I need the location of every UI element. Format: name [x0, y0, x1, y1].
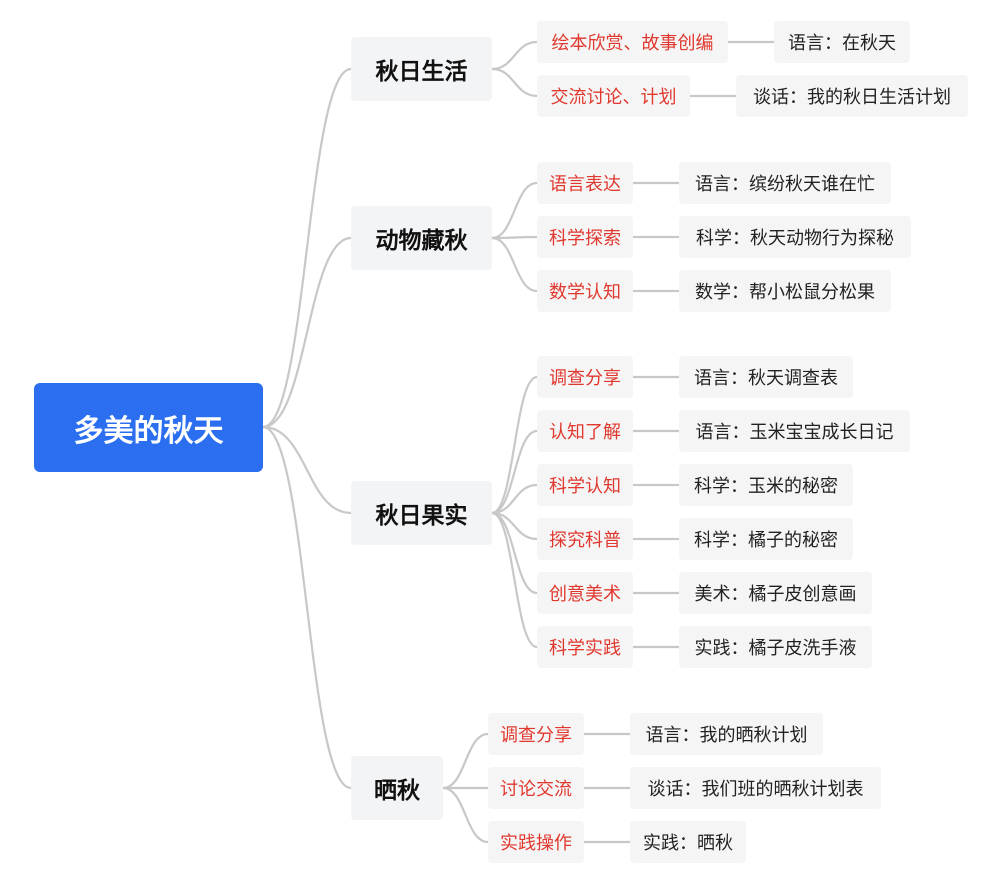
sub-node[interactable]: 绘本欣赏、故事创编	[537, 21, 728, 63]
leaf-node[interactable]: 谈话：我们班的晒秋计划表	[630, 767, 881, 809]
root-branch-link	[261, 67, 353, 429]
branch-sub-link	[490, 429, 539, 515]
branch-sub-link	[490, 181, 539, 240]
leaf-node[interactable]: 语言：玉米宝宝成长日记	[679, 410, 910, 452]
branch-node-sunning-autumn[interactable]: 晒秋	[351, 756, 443, 820]
leaf-node[interactable]: 谈话：我的秋日生活计划	[736, 75, 968, 117]
leaf-node[interactable]: 美术：橘子皮创意画	[679, 572, 872, 614]
branch-node-animals-autumn[interactable]: 动物藏秋	[351, 206, 492, 270]
sub-node[interactable]: 讨论交流	[488, 767, 584, 809]
branch-sub-link	[490, 483, 539, 515]
leaf-node[interactable]: 科学：玉米的秘密	[679, 464, 853, 506]
branch-sub-link	[490, 67, 539, 98]
sub-node[interactable]: 科学探索	[537, 216, 633, 258]
leaf-node[interactable]: 科学：秋天动物行为探秘	[679, 216, 911, 258]
sub-node[interactable]: 实践操作	[488, 821, 584, 863]
sub-node[interactable]: 探究科普	[537, 518, 633, 560]
root-branch-link	[261, 425, 353, 790]
branch-sub-link	[490, 235, 539, 240]
leaf-node[interactable]: 实践：晒秋	[630, 821, 746, 863]
leaf-node[interactable]: 语言：我的晒秋计划	[630, 713, 823, 755]
branch-node-autumn-fruits[interactable]: 秋日果实	[351, 481, 492, 545]
sub-node[interactable]: 数学认知	[537, 270, 633, 312]
leaf-node[interactable]: 语言：秋天调查表	[679, 356, 853, 398]
branch-sub-link	[490, 236, 539, 293]
leaf-node[interactable]: 科学：橘子的秘密	[679, 518, 853, 560]
sub-node[interactable]: 交流讨论、计划	[537, 75, 690, 117]
sub-node[interactable]: 科学实践	[537, 626, 633, 668]
branch-sub-link	[490, 375, 539, 515]
sub-node[interactable]: 认知了解	[537, 410, 633, 452]
sub-node[interactable]: 科学认知	[537, 464, 633, 506]
branch-node-autumn-life[interactable]: 秋日生活	[351, 37, 492, 101]
leaf-node[interactable]: 语言：缤纷秋天谁在忙	[679, 162, 891, 204]
sub-node[interactable]: 创意美术	[537, 572, 633, 614]
leaf-node[interactable]: 数学：帮小松鼠分松果	[679, 270, 891, 312]
sub-node[interactable]: 调查分享	[488, 713, 584, 755]
branch-sub-link	[441, 786, 490, 844]
sub-node[interactable]: 语言表达	[537, 162, 633, 204]
sub-node[interactable]: 调查分享	[537, 356, 633, 398]
leaf-node[interactable]: 语言：在秋天	[774, 21, 910, 63]
root-branch-link	[261, 425, 353, 515]
branch-sub-link	[441, 732, 490, 790]
root-node[interactable]: 多美的秋天	[34, 383, 263, 472]
leaf-node[interactable]: 实践：橘子皮洗手液	[679, 626, 872, 668]
root-branch-link	[261, 236, 353, 429]
branch-sub-link	[490, 40, 539, 71]
branch-sub-link	[490, 511, 539, 649]
